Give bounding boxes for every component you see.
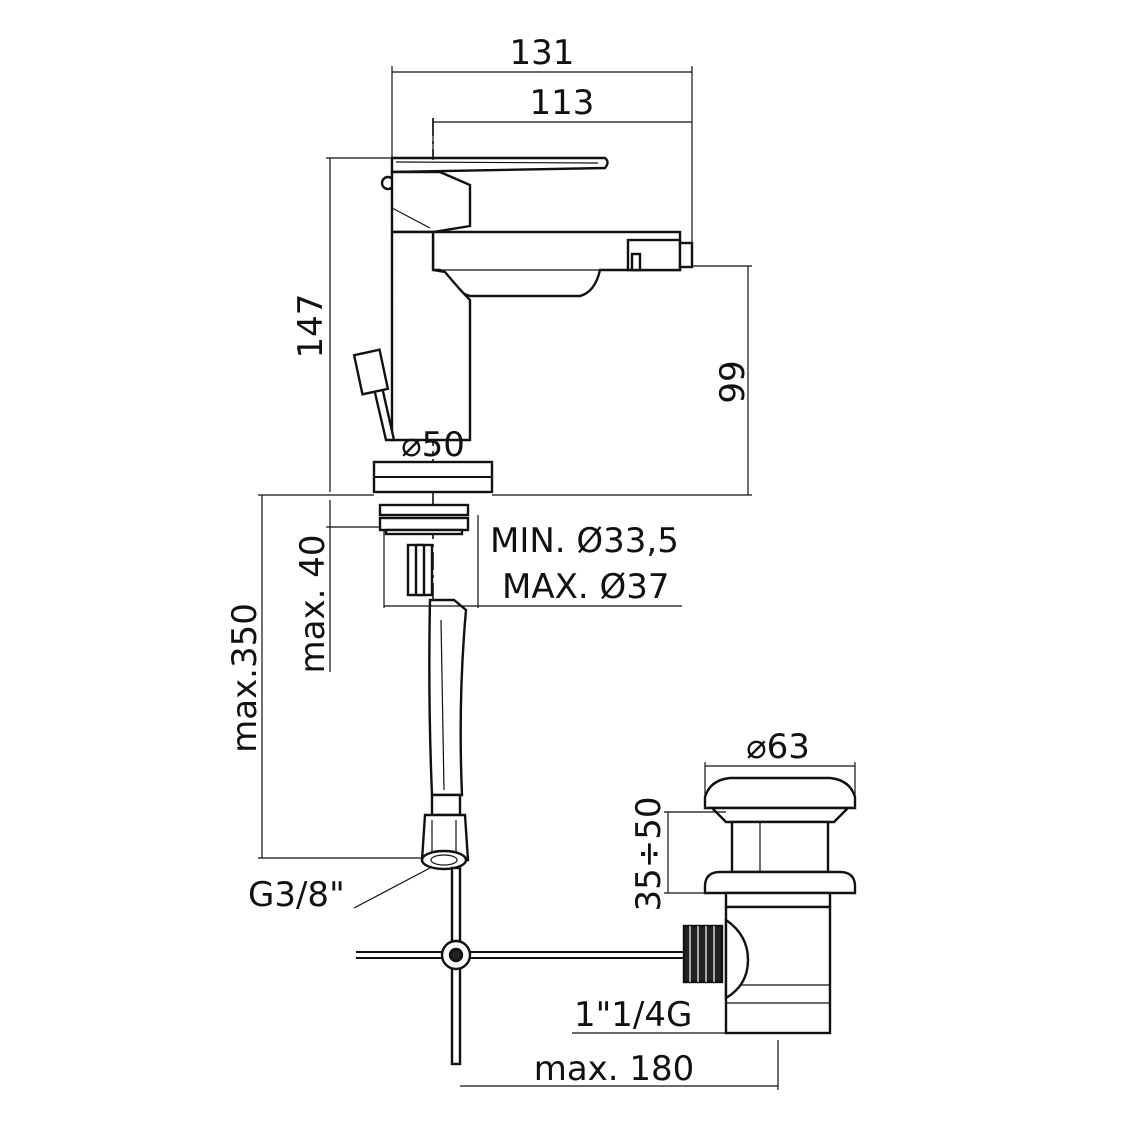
dim-waste-diameter: ⌀63: [746, 727, 810, 767]
popup-linkage: [356, 866, 684, 1066]
dim-waste-height: 35÷50: [629, 796, 669, 911]
flexible-hose: [420, 598, 470, 871]
dimension-lines: [258, 66, 856, 1090]
dim-max-rod: max. 180: [534, 1049, 695, 1089]
dim-outlet-height: 99: [713, 360, 753, 403]
dim-base-diameter: ⌀50: [401, 425, 465, 465]
dim-max-hose: max.350: [225, 603, 265, 753]
dim-hole-max: MAX. Ø37: [502, 567, 670, 607]
dim-hose-thread: G3/8": [248, 875, 345, 915]
mixer-body: [352, 118, 694, 625]
dim-waste-thread: 1"1/4G: [574, 995, 692, 1035]
dim-hole-min: MIN. Ø33,5: [490, 521, 679, 561]
popup-waste: [682, 776, 857, 1035]
dim-overall-width: 131: [510, 33, 575, 73]
dim-spout-reach: 113: [530, 83, 595, 123]
dim-max-deck: max. 40: [293, 535, 333, 674]
dim-height: 147: [291, 294, 331, 359]
